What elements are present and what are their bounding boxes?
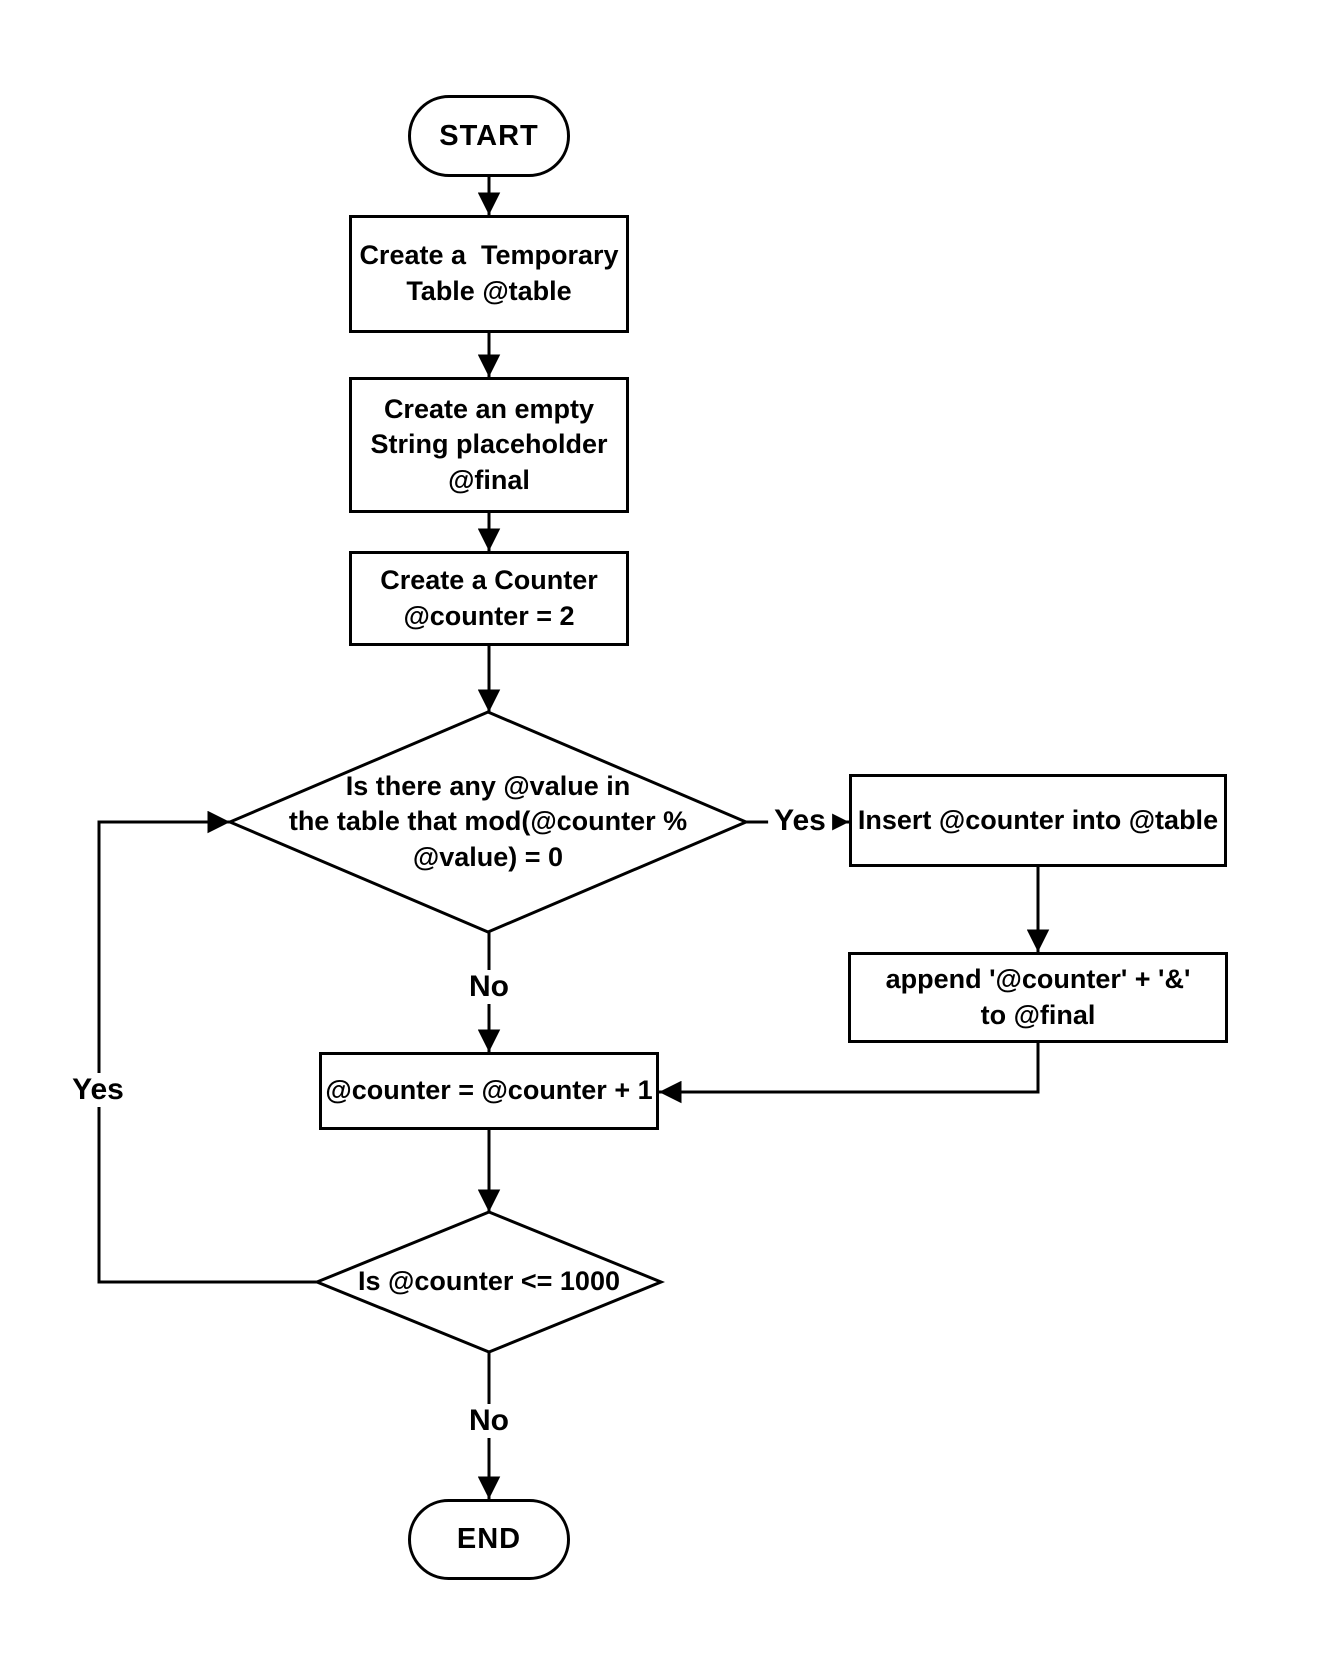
process-create-counter: Create a Counter @counter = 2 <box>349 551 629 646</box>
start-terminator: START <box>408 95 570 177</box>
end-terminator: END <box>408 1499 570 1580</box>
connector-append-to-increment <box>659 1043 1040 1104</box>
edge-label-mod-check-yes: Yes <box>768 804 832 838</box>
process-insert-counter: Insert @counter into @table <box>849 774 1227 867</box>
edge-label-mod-check-no: No <box>463 970 515 1004</box>
process-append-final: append '@counter' + '&' to @final <box>848 952 1228 1043</box>
decision-mod-check-shape <box>226 710 750 934</box>
connector-loop-check-yes-back-to-mod-check <box>97 810 317 1284</box>
edge-label-loop-check-no: No <box>463 1404 515 1438</box>
process-create-placeholder: Create an empty String placeholder @fina… <box>349 377 629 513</box>
edge-label-loop-check-yes: Yes <box>66 1073 130 1107</box>
process-increment-counter: @counter = @counter + 1 <box>319 1052 659 1130</box>
process-create-table: Create a Temporary Table @table <box>349 215 629 333</box>
decision-loop-check-shape <box>313 1210 665 1354</box>
